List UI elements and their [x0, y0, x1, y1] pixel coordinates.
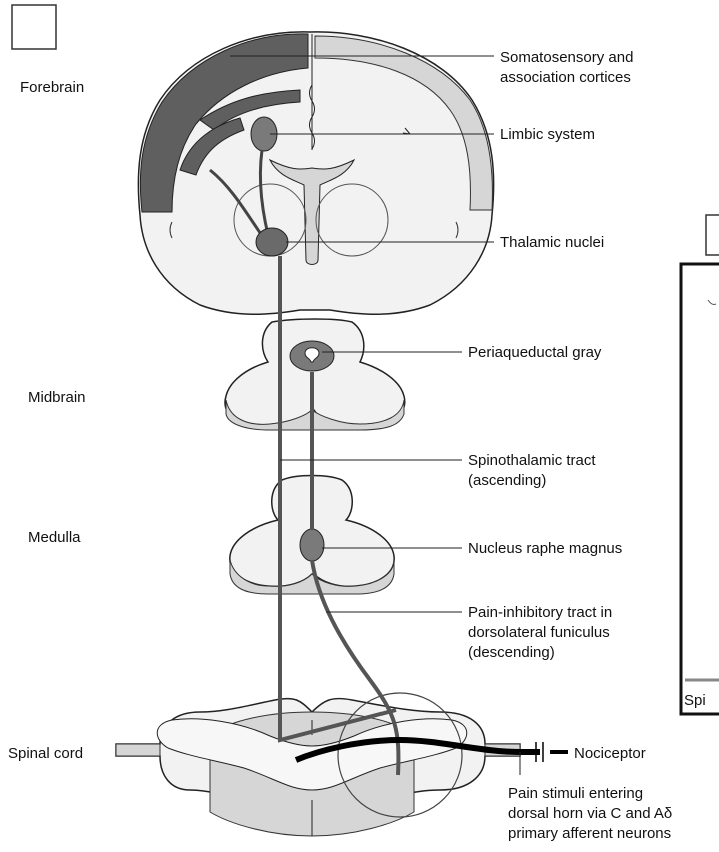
pain-stimuli-label-line1: Pain stimuli entering [508, 785, 643, 802]
pain-stimuli-label-line3: primary afferent neurons [508, 825, 671, 842]
midbrain-section [225, 319, 405, 430]
forebrain-label: Forebrain [20, 79, 84, 96]
inhibitory-tract-label-line3: (descending) [468, 644, 555, 661]
spinal-cord-label: Spinal cord [8, 745, 83, 762]
periaqueductal-gray-label: Periaqueductal gray [468, 344, 602, 361]
spinal-cord-section [116, 693, 520, 836]
inhibitory-tract-label-line1: Pain-inhibitory tract in [468, 604, 612, 621]
nucleus-raphe-magnus-structure [300, 529, 324, 561]
raphe-magnus-label: Nucleus raphe magnus [468, 540, 622, 557]
cortices-label-line1: Somatosensory and [500, 49, 633, 66]
corner-box [12, 5, 56, 49]
pain-stimuli-label-line2: dorsal horn via C and Aδ [508, 805, 672, 822]
spinothalamic-label-line2: (ascending) [468, 472, 546, 489]
spinothalamic-label-line1: Spinothalamic tract [468, 452, 596, 469]
cropped-inset-panel: Spi [681, 215, 719, 714]
medulla-label: Medulla [28, 529, 81, 546]
nociceptor-label: Nociceptor [574, 745, 646, 762]
thalamic-nuclei-structure [256, 228, 288, 256]
thalamic-nuclei-label: Thalamic nuclei [500, 234, 604, 251]
inhibitory-tract-label-line2: dorsolateral funiculus [468, 624, 610, 641]
forebrain-section [138, 32, 493, 314]
midbrain-label: Midbrain [28, 389, 86, 406]
inset-label: Spi [684, 692, 706, 709]
limbic-system-label: Limbic system [500, 126, 595, 143]
cortices-label-line2: association cortices [500, 69, 631, 86]
